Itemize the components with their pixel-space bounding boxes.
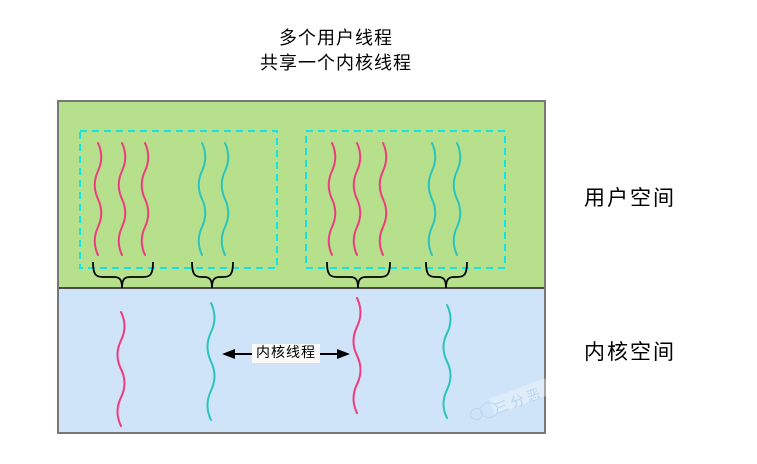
title-line-1: 多个用户线程 <box>279 28 393 48</box>
diagram-title: 多个用户线程 共享一个内核线程 <box>176 26 496 76</box>
watermark: 三分恶 <box>468 378 552 432</box>
kernel-thread-label: 内核线程 <box>252 344 320 363</box>
title-line-2: 共享一个内核线程 <box>260 53 412 73</box>
wechat-bubble-small-icon <box>470 408 483 420</box>
user-space-region <box>59 102 544 289</box>
kernel-space-label: 内核空间 <box>584 340 676 364</box>
user-space-label: 用户空间 <box>584 186 676 210</box>
address-space-box <box>57 100 546 434</box>
